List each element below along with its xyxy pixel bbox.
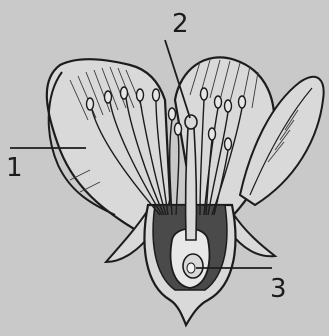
- label-2: 2: [172, 9, 189, 39]
- ovule-core: [187, 263, 195, 273]
- label-1: 1: [6, 153, 23, 183]
- stigma: [185, 115, 197, 129]
- style: [186, 128, 197, 240]
- label-3: 3: [270, 274, 287, 304]
